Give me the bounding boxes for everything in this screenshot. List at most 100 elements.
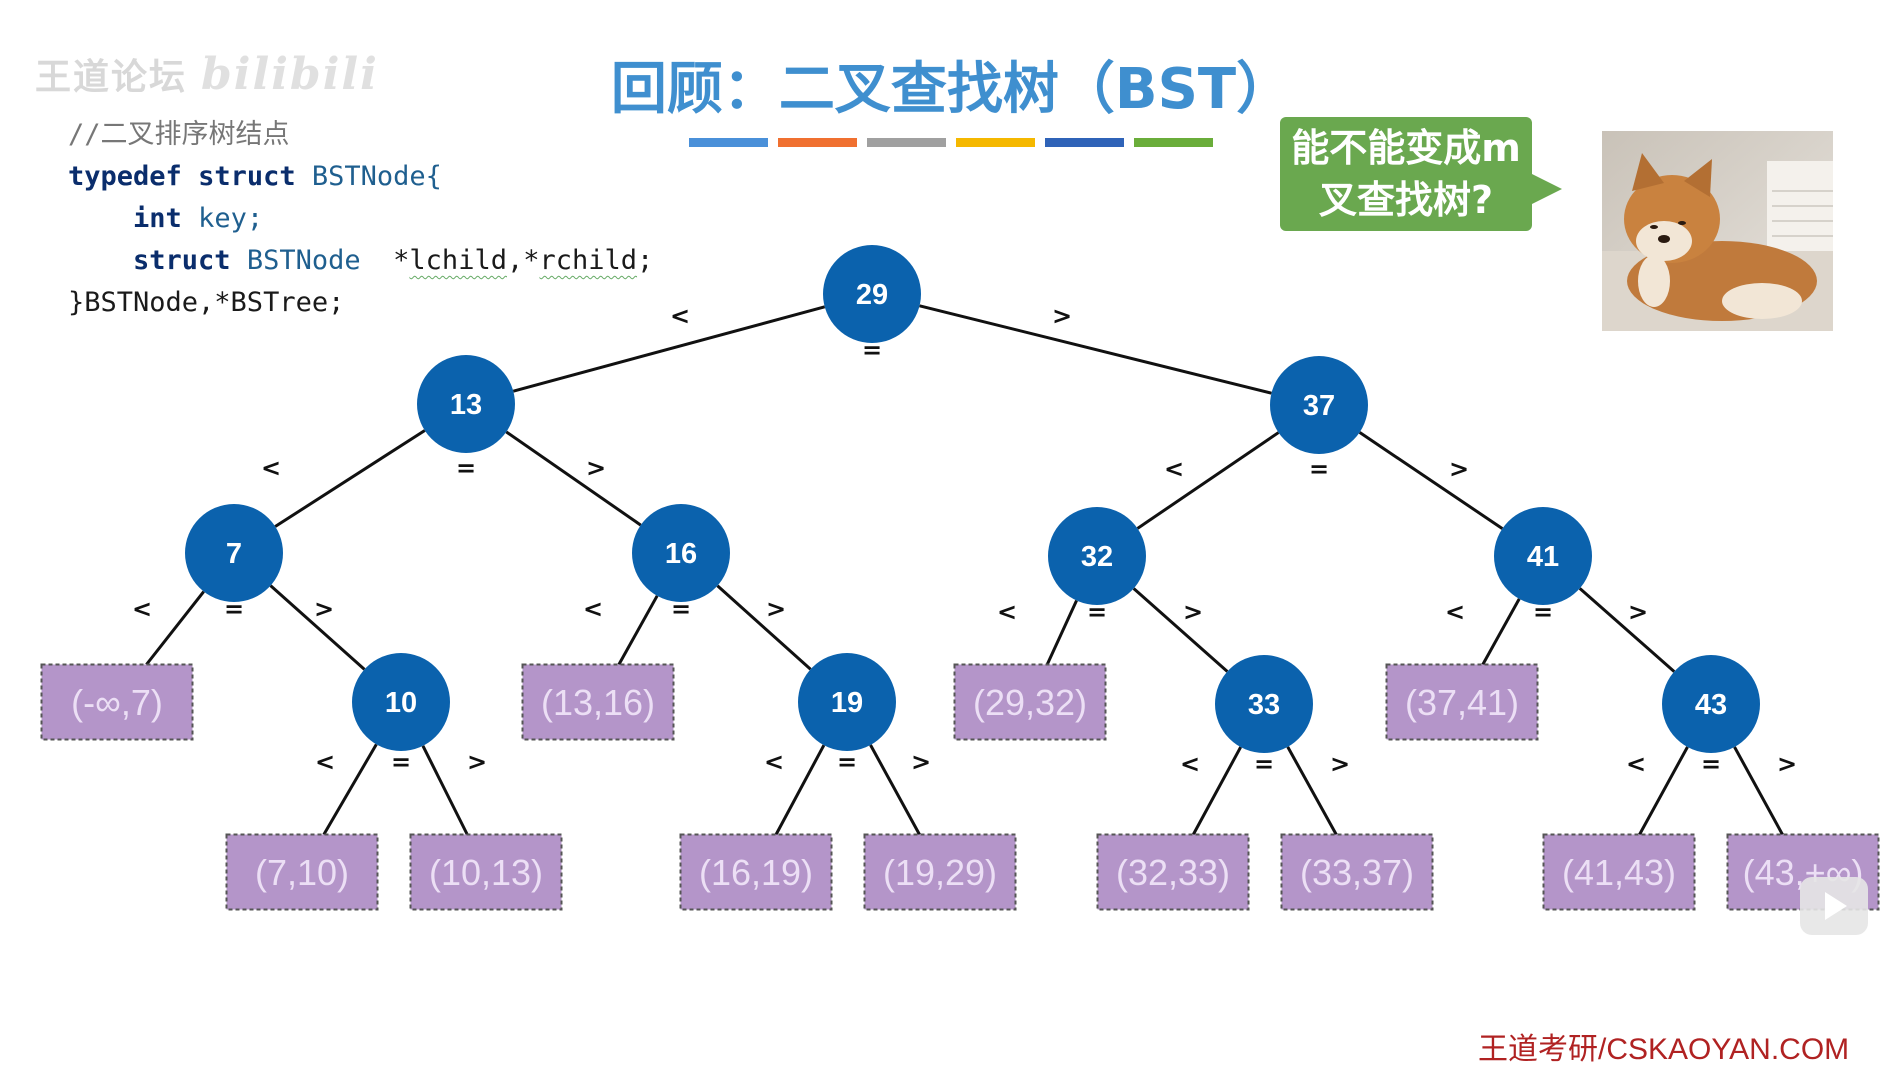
- tree-edge: [1286, 746, 1338, 836]
- tree-node-label: 13: [450, 389, 482, 421]
- code-block: //二叉排序树结点 typedef struct BSTNode{ int ke…: [68, 114, 653, 324]
- less-label: <: [997, 598, 1017, 626]
- tree-edge: [1132, 587, 1229, 673]
- interval-leaf-label: (37,41): [1405, 682, 1519, 723]
- interval-leaf-label: (13,16): [541, 682, 655, 723]
- tree-edge: [919, 304, 1272, 395]
- tree-edge: [512, 305, 826, 393]
- tree-edge: [274, 429, 426, 528]
- interval-leaf: [863, 833, 1017, 911]
- interval-leaves: (-∞,7)(13,16)(29,32)(37,41)(7,10)(10,13)…: [40, 663, 1880, 911]
- tree-node: [1494, 507, 1592, 605]
- slide-title: 回顾：二叉查找树（BST）: [610, 57, 1293, 122]
- play-button[interactable]: [1800, 877, 1868, 935]
- code-rchild: rchild: [539, 245, 638, 276]
- shiba-dog-image: [1602, 131, 1833, 331]
- greater-label: >: [1330, 750, 1350, 778]
- equal-label: =: [1533, 598, 1553, 626]
- tree-node-label: 33: [1248, 689, 1280, 721]
- tree-node: [1662, 655, 1760, 753]
- tree-edge: [421, 745, 469, 836]
- tree-node-label: 43: [1695, 689, 1727, 721]
- equal-label: =: [671, 595, 691, 623]
- tree-edge: [1191, 746, 1242, 836]
- equal-label: =: [862, 336, 882, 364]
- equal-label: =: [1309, 455, 1329, 483]
- color-bar-segment: [1045, 138, 1124, 147]
- code-struct-keyword: struct: [198, 161, 296, 192]
- watermark: 王道论坛 bilibili: [35, 48, 379, 100]
- interval-leaf-label: (32,33): [1116, 852, 1230, 893]
- tree-node-label: 41: [1527, 541, 1559, 573]
- interval-leaf-label: (33,37): [1300, 852, 1414, 893]
- tree-node: [352, 653, 450, 751]
- tree-edge: [1733, 746, 1784, 836]
- interval-leaf: [953, 663, 1107, 741]
- greater-label: >: [1449, 455, 1469, 483]
- code-lchild: lchild: [409, 245, 507, 276]
- interval-leaf: [1096, 833, 1250, 911]
- equal-label: =: [1254, 750, 1274, 778]
- greater-label: >: [467, 748, 487, 776]
- tree-edge: [269, 584, 366, 671]
- color-bar-segment: [689, 138, 768, 147]
- interval-leaf: [40, 663, 194, 741]
- code-semicolon: ;: [637, 245, 654, 276]
- less-label: <: [261, 454, 281, 482]
- color-bar-segment: [867, 138, 946, 147]
- callout-tail: [1532, 174, 1562, 204]
- tree-edge: [1638, 746, 1689, 836]
- tree-edge: [145, 590, 205, 666]
- greater-label: >: [1183, 598, 1203, 626]
- interval-leaf-label: (7,10): [255, 852, 349, 893]
- less-label: <: [315, 748, 335, 776]
- code-struct-type: BSTNode: [246, 245, 361, 276]
- color-bar-segment: [778, 138, 857, 147]
- greater-label: >: [911, 748, 931, 776]
- watermark-text: 王道论坛: [35, 57, 188, 98]
- bilibili-logo: bilibili: [201, 49, 379, 100]
- greater-label: >: [586, 454, 606, 482]
- greater-label: >: [766, 595, 786, 623]
- code-int-keyword: int: [133, 203, 182, 234]
- equal-label: =: [1701, 750, 1721, 778]
- interval-leaf: [679, 833, 833, 911]
- greater-label: >: [314, 595, 334, 623]
- tree-node: [823, 245, 921, 343]
- tree-node: [417, 355, 515, 453]
- greater-label: >: [1777, 750, 1797, 778]
- equal-label: =: [391, 748, 411, 776]
- less-label: <: [670, 302, 690, 330]
- interval-leaf: [1542, 833, 1696, 911]
- tree-node: [1270, 356, 1368, 454]
- tree-node-label: 37: [1303, 390, 1335, 422]
- greater-label: >: [1628, 598, 1648, 626]
- equal-label: =: [456, 454, 476, 482]
- code-pointer-a: *: [360, 245, 410, 276]
- tree-edge: [1481, 598, 1521, 666]
- footer-brand: 王道考研/CSKAOYAN.COM: [1478, 1033, 1850, 1066]
- code-struct-keyword-2: struct: [133, 245, 231, 276]
- tree-edge: [716, 584, 812, 671]
- less-label: <: [1626, 750, 1646, 778]
- interval-leaf: [225, 833, 379, 911]
- less-label: <: [583, 595, 603, 623]
- equal-label: =: [837, 748, 857, 776]
- interval-leaf: [521, 663, 675, 741]
- tree-node-label: 19: [831, 687, 863, 719]
- play-icon: [1825, 892, 1847, 920]
- tree-node: [798, 653, 896, 751]
- equal-label: =: [1087, 598, 1107, 626]
- interval-leaf-label: (29,32): [973, 682, 1087, 723]
- tree-edge: [617, 595, 659, 666]
- callout-line-2: 叉查找树?: [1318, 178, 1494, 222]
- interval-leaf-label: (-∞,7): [71, 682, 163, 723]
- code-pointer-b: ,*: [506, 245, 540, 276]
- callout-line-1: 能不能变成m: [1291, 126, 1521, 170]
- compare-labels: <=><=><=><=><=><=><=><=><=><=><=>: [132, 302, 1797, 778]
- color-bar-segment: [956, 138, 1035, 147]
- tree-edge: [869, 744, 921, 836]
- tree-node-label: 7: [226, 538, 242, 570]
- tree-edge: [1045, 599, 1078, 666]
